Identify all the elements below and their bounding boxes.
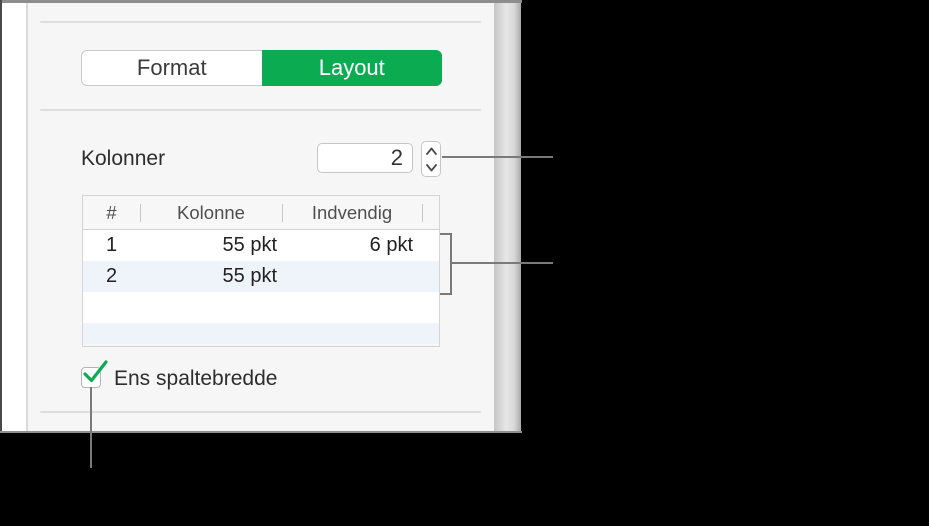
- table-row-2: 2 55 pkt: [83, 261, 439, 292]
- table-row-empty: [83, 292, 439, 323]
- column-width-value[interactable]: 55 pkt: [222, 265, 277, 287]
- callout-line-stepper: [442, 156, 553, 158]
- header-separator: [422, 204, 423, 222]
- callout-line-rows: [450, 262, 553, 264]
- header-gutter: Indvendig: [311, 202, 393, 223]
- tab-format[interactable]: Format: [81, 50, 262, 86]
- columns-count-input[interactable]: 2: [317, 143, 413, 173]
- table-row-empty: [83, 323, 439, 344]
- chevron-up-icon: [425, 147, 437, 155]
- checkmark-icon: [83, 360, 108, 383]
- header-number: #: [106, 202, 117, 223]
- header-stub: [422, 196, 439, 229]
- sidebar-left-divider: [26, 3, 28, 431]
- row-number: 1: [105, 234, 118, 256]
- equal-column-width-label: Ens spaltebredde: [114, 367, 278, 390]
- stepper-increment-button[interactable]: [422, 142, 440, 159]
- callout-bracket-top-tick: [440, 233, 452, 235]
- tab-layout[interactable]: Layout: [261, 50, 442, 86]
- table-row-1: 1 55 pkt 6 pkt: [83, 230, 439, 261]
- row-number: 2: [105, 265, 118, 287]
- window-top-edge: [0, 0, 522, 3]
- header-column-width: Kolonne: [177, 202, 245, 223]
- header-separator: [140, 204, 141, 222]
- divider-top: [40, 21, 481, 23]
- callout-line-checkbox: [90, 387, 92, 468]
- columns-table: # Kolonne Indvendig 1 55 pkt 6 pkt 2 55 …: [82, 195, 440, 347]
- callout-bracket-bottom-tick: [440, 293, 452, 295]
- window-left-edge: [0, 0, 2, 433]
- window-bottom-edge: [0, 431, 522, 433]
- columns-stepper[interactable]: [421, 141, 441, 177]
- columns-label: Kolonner: [81, 147, 166, 170]
- scrollbar-track[interactable]: [494, 3, 521, 431]
- columns-table-header: # Kolonne Indvendig: [83, 196, 439, 230]
- column-width-value[interactable]: 55 pkt: [222, 234, 277, 256]
- gutter-value[interactable]: 6 pkt: [369, 234, 413, 256]
- callout-bracket-rows: [450, 233, 452, 295]
- gutter-value[interactable]: [282, 261, 422, 292]
- divider-below-tabs: [40, 109, 481, 111]
- header-separator: [282, 204, 283, 222]
- format-layout-segmented-control: Format Layout: [81, 50, 442, 86]
- document-margin-strip: [2, 3, 26, 431]
- stepper-decrement-button[interactable]: [422, 159, 440, 176]
- chevron-down-icon: [425, 163, 437, 171]
- divider-bottom: [40, 411, 481, 413]
